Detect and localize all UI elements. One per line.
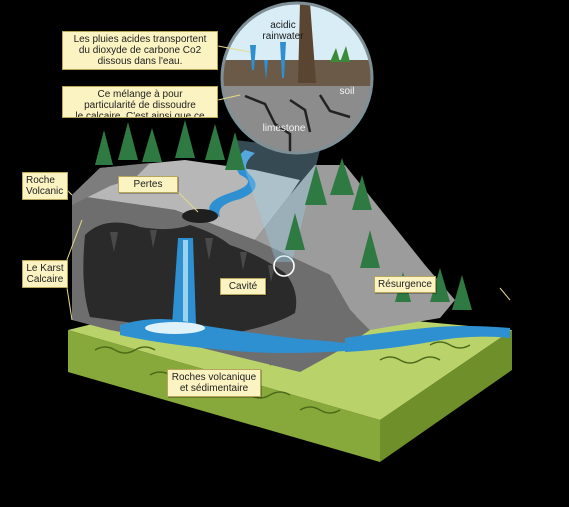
sinkhole-marker [273,255,295,277]
ground-block-right-face [380,330,512,462]
karst-label: Le Karst Calcaire [22,260,68,288]
base-rocks-label: Roches volcanique et sédimentaire [167,369,261,397]
splash [145,322,205,334]
acid-rain-note: Les pluies acides transportent du dioxyd… [62,31,218,70]
cavite-label: Cavité [220,278,266,295]
pertes-label: Pertes [118,176,178,193]
volcanic-cap [72,163,150,205]
inset-acidic-rainwater: acidic rainwater [262,20,304,42]
inset-soil: soil [339,86,355,97]
leader-lines [61,45,511,321]
sinkhole-pertes [182,209,218,223]
resurgence-label: Résurgence [374,276,436,293]
volcanic-rock-label: Roche Volcanic [22,172,68,200]
trees [95,120,472,310]
inset-magnifier [220,1,374,155]
dissolution-note: Ce mélange à pour particularité de disso… [62,86,218,118]
inset-limestone: limestone [262,123,306,134]
resurgence-spring [345,326,510,352]
stalactites [110,230,275,282]
